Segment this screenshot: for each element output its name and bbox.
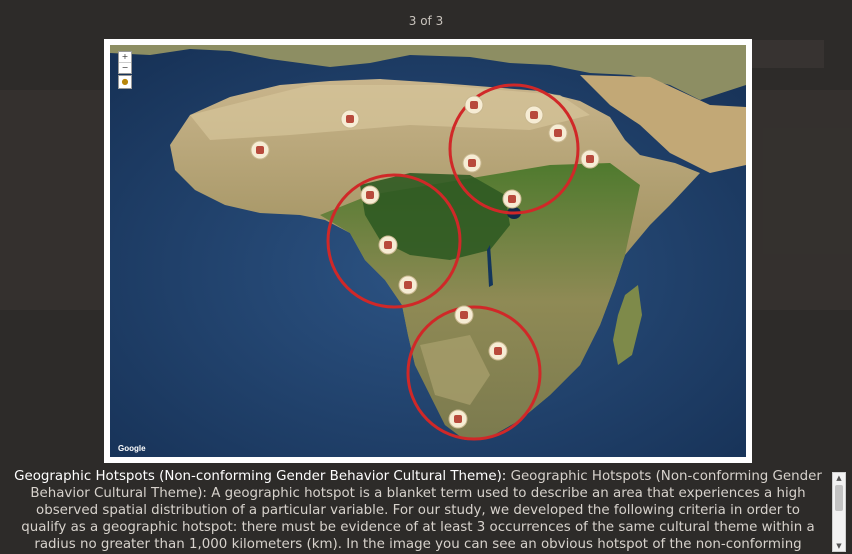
scroll-thumb[interactable] xyxy=(835,485,843,511)
madagascar xyxy=(613,285,642,365)
sahara xyxy=(190,85,590,140)
background-button xyxy=(752,40,824,68)
hotspot-circle-east xyxy=(448,83,580,215)
map-svg xyxy=(110,45,746,457)
image-caption: Geographic Hotspots (Non-conforming Gend… xyxy=(14,468,822,554)
hotspot-circle-south xyxy=(406,305,542,441)
google-logo: Google xyxy=(118,444,146,453)
satellite-map[interactable]: + − ● Google xyxy=(110,45,746,457)
caption-title: Geographic Hotspots (Non-conforming Gend… xyxy=(14,469,507,484)
zoom-in-button[interactable]: + xyxy=(119,52,131,63)
rainforest xyxy=(360,173,510,260)
scroll-down-arrow-icon[interactable]: ▼ xyxy=(836,542,842,550)
map-zoom-control[interactable]: + − xyxy=(118,51,132,74)
background-panel-right xyxy=(752,90,852,310)
arabia-landmass xyxy=(580,75,746,173)
hotspot-circle-central xyxy=(326,173,462,309)
caption-body: Geographic Hotspots (Non-conforming Gend… xyxy=(21,469,822,552)
lake-tanganyika xyxy=(487,245,493,287)
kalahari xyxy=(420,335,490,405)
marker-glyphs xyxy=(256,101,594,423)
background-panel xyxy=(0,90,104,310)
scroll-up-arrow-icon[interactable]: ▲ xyxy=(836,474,842,482)
zoom-out-button[interactable]: − xyxy=(121,63,129,72)
lightbox-image-frame: + − ● Google xyxy=(104,39,752,463)
europe-landmass xyxy=(110,45,746,100)
caption-scrollbar[interactable]: ▲ ▼ xyxy=(832,472,846,552)
image-counter: 3 of 3 xyxy=(408,14,444,28)
street-view-pegman-icon[interactable]: ● xyxy=(118,75,132,89)
